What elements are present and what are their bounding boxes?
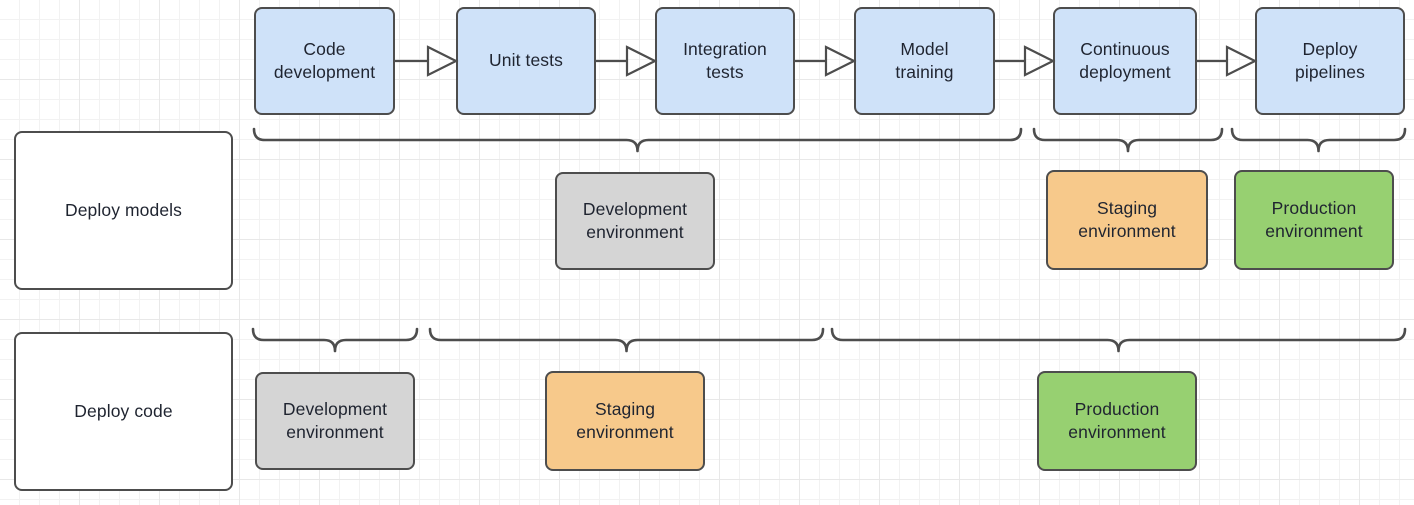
brace-code-production xyxy=(830,327,1407,358)
pipeline-step-continuous-deployment[interactable]: Continuous deployment xyxy=(1053,7,1197,115)
brace-models-development xyxy=(252,127,1023,158)
arrow-training-to-deployment xyxy=(995,43,1056,79)
pipeline-step-deploy-pipelines[interactable]: Deploy pipelines xyxy=(1255,7,1405,115)
brace-models-production xyxy=(1230,127,1407,158)
row-label-deploy-models[interactable]: Deploy models xyxy=(14,131,233,290)
environment-box-code-production-environment[interactable]: Production environment xyxy=(1037,371,1197,471)
environment-box-code-development-environment[interactable]: Development environment xyxy=(255,372,415,470)
arrow-code-to-unit xyxy=(395,43,459,79)
environment-box-models-production-environment[interactable]: Production environment xyxy=(1234,170,1394,270)
pipeline-step-code-development[interactable]: Code development xyxy=(254,7,395,115)
environment-box-code-staging-environment[interactable]: Staging environment xyxy=(545,371,705,471)
brace-code-staging xyxy=(428,327,825,358)
arrow-integration-to-training xyxy=(795,43,857,79)
environment-box-models-development-environment[interactable]: Development environment xyxy=(555,172,715,270)
pipeline-step-model-training[interactable]: Model training xyxy=(854,7,995,115)
row-label-deploy-code[interactable]: Deploy code xyxy=(14,332,233,491)
pipeline-step-unit-tests[interactable]: Unit tests xyxy=(456,7,596,115)
brace-code-development xyxy=(251,327,419,358)
arrow-unit-to-integration xyxy=(596,43,658,79)
brace-models-staging xyxy=(1032,127,1224,158)
environment-box-models-staging-environment[interactable]: Staging environment xyxy=(1046,170,1208,270)
pipeline-step-integration-tests[interactable]: Integration tests xyxy=(655,7,795,115)
arrow-deployment-to-pipelines xyxy=(1197,43,1258,79)
